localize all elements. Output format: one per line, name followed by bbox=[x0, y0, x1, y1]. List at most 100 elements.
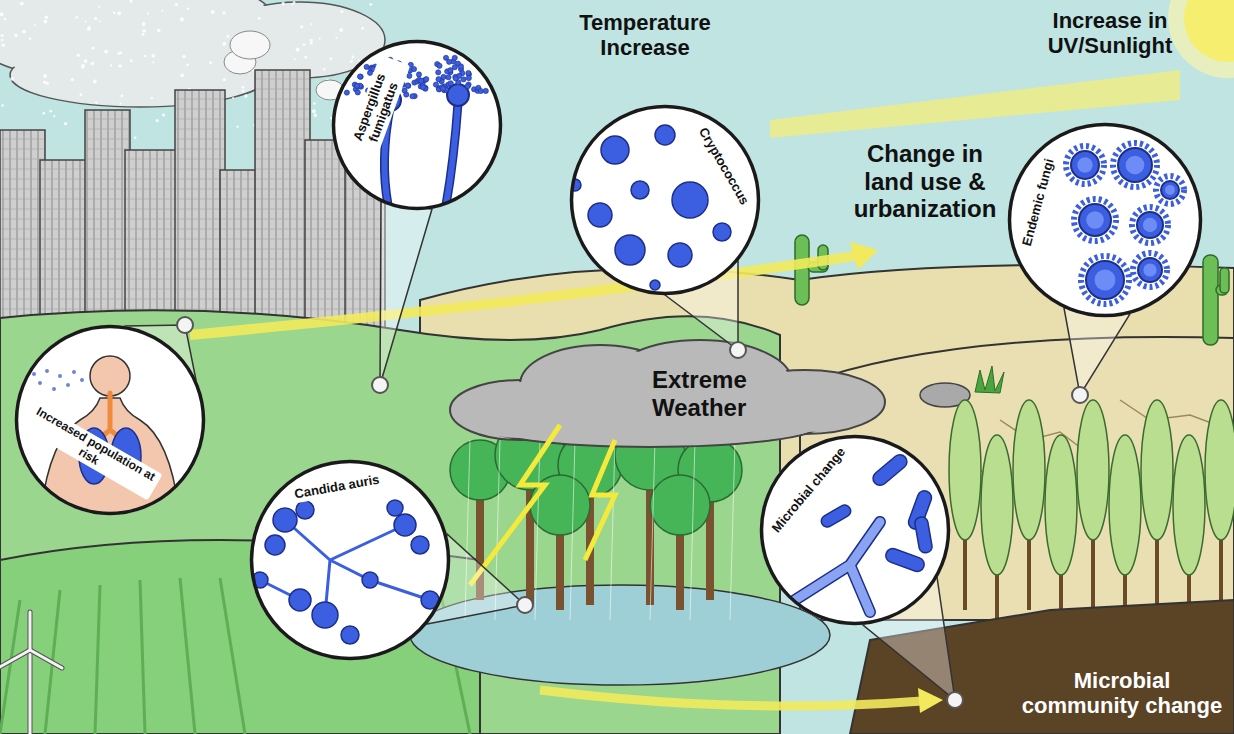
smog-speck bbox=[351, 55, 354, 58]
art-part bbox=[870, 452, 910, 488]
art-part bbox=[1064, 308, 1130, 395]
art-part bbox=[1220, 268, 1229, 293]
smog-speck bbox=[93, 79, 97, 83]
smog-speck bbox=[329, 57, 332, 60]
art-part bbox=[30, 650, 62, 668]
trend-arrow bbox=[540, 690, 922, 706]
spherule-core bbox=[1077, 157, 1092, 172]
smog-speck bbox=[222, 11, 225, 14]
smog-speck bbox=[134, 136, 136, 138]
smog-speck bbox=[180, 17, 184, 21]
smog-speck bbox=[79, 93, 82, 96]
art-part bbox=[0, 650, 30, 668]
lens-fill bbox=[15, 40, 1202, 660]
lens-ring bbox=[762, 437, 949, 624]
smog-speck bbox=[1, 104, 4, 107]
smog-speck bbox=[143, 29, 146, 32]
art-part bbox=[177, 317, 193, 333]
conifer bbox=[1045, 435, 1077, 575]
art-part bbox=[273, 508, 297, 532]
fungus-name: Microbial change bbox=[766, 443, 851, 540]
smoke bbox=[224, 31, 344, 100]
art-part bbox=[1008, 123, 1202, 317]
art-part bbox=[362, 572, 378, 588]
art-part bbox=[601, 136, 629, 164]
art-part bbox=[45, 369, 49, 373]
smog-speck bbox=[44, 16, 48, 20]
art-part bbox=[795, 522, 880, 612]
smog-speck bbox=[232, 97, 234, 99]
smog-speck bbox=[304, 56, 307, 59]
smog-speck bbox=[84, 59, 88, 63]
art-part bbox=[0, 130, 45, 330]
art-part bbox=[730, 342, 746, 358]
spore bbox=[447, 59, 452, 64]
candida-drawing bbox=[252, 500, 439, 644]
art-part bbox=[289, 589, 311, 611]
aspergillus-drawing bbox=[344, 55, 488, 205]
smog-speck bbox=[294, 58, 296, 60]
smog-speck bbox=[314, 113, 318, 117]
art-part bbox=[380, 202, 432, 385]
spore bbox=[420, 85, 425, 90]
magnifier-circle: Cryptococcus bbox=[570, 105, 760, 295]
art-part bbox=[40, 160, 90, 330]
spherule bbox=[1161, 181, 1179, 199]
art-part bbox=[470, 425, 560, 585]
art-part bbox=[795, 522, 880, 612]
spore bbox=[364, 64, 369, 69]
spherule-spikes bbox=[1074, 199, 1116, 241]
art-part bbox=[446, 103, 458, 205]
art-part bbox=[570, 440, 575, 620]
smog-speck bbox=[303, 43, 306, 46]
smog-speck bbox=[92, 47, 95, 50]
smog-speck bbox=[319, 37, 321, 39]
smog-speck bbox=[121, 95, 124, 98]
factor-label: Increase in UV/Sunlight bbox=[1040, 8, 1180, 59]
smog-speck bbox=[223, 78, 226, 81]
smog-speck bbox=[310, 23, 312, 25]
conifer bbox=[1077, 400, 1109, 540]
smog-speck bbox=[29, 38, 32, 41]
smog-speck bbox=[312, 109, 316, 113]
smog-speck bbox=[94, 17, 97, 20]
art-part bbox=[175, 90, 225, 330]
smog-speck bbox=[77, 53, 80, 56]
spore bbox=[441, 74, 446, 79]
art-part bbox=[668, 243, 692, 267]
smog-speck bbox=[152, 61, 154, 63]
conifer bbox=[1013, 400, 1045, 540]
smog-speck bbox=[358, 59, 360, 61]
spore bbox=[357, 74, 362, 79]
art-part bbox=[631, 181, 649, 199]
spore bbox=[355, 90, 360, 95]
smog-speck bbox=[147, 12, 149, 14]
art-part bbox=[90, 356, 130, 396]
lens-ring bbox=[572, 107, 759, 294]
art-part bbox=[394, 514, 416, 536]
smog-speck bbox=[110, 64, 112, 66]
art-part bbox=[66, 383, 70, 387]
smog-speck bbox=[244, 94, 247, 97]
factor-label: Temperature Increase bbox=[565, 10, 725, 61]
smog-speck bbox=[104, 50, 108, 54]
smog-speck bbox=[369, 3, 372, 6]
sun-glow bbox=[1168, 0, 1234, 78]
smog-speck bbox=[118, 64, 122, 68]
factor-label: Microbial community change bbox=[1016, 668, 1228, 719]
spherule bbox=[1118, 148, 1152, 182]
spore bbox=[407, 73, 412, 78]
lens-ring bbox=[252, 462, 449, 659]
art-part bbox=[80, 378, 84, 382]
art-part bbox=[230, 31, 270, 59]
art-part bbox=[1072, 387, 1088, 403]
spore bbox=[458, 64, 463, 69]
smog-speck bbox=[129, 0, 132, 3]
smog-speck bbox=[186, 63, 189, 66]
spore bbox=[483, 88, 488, 93]
art-part bbox=[650, 280, 660, 290]
art-part bbox=[30, 650, 62, 668]
spore bbox=[416, 72, 421, 77]
